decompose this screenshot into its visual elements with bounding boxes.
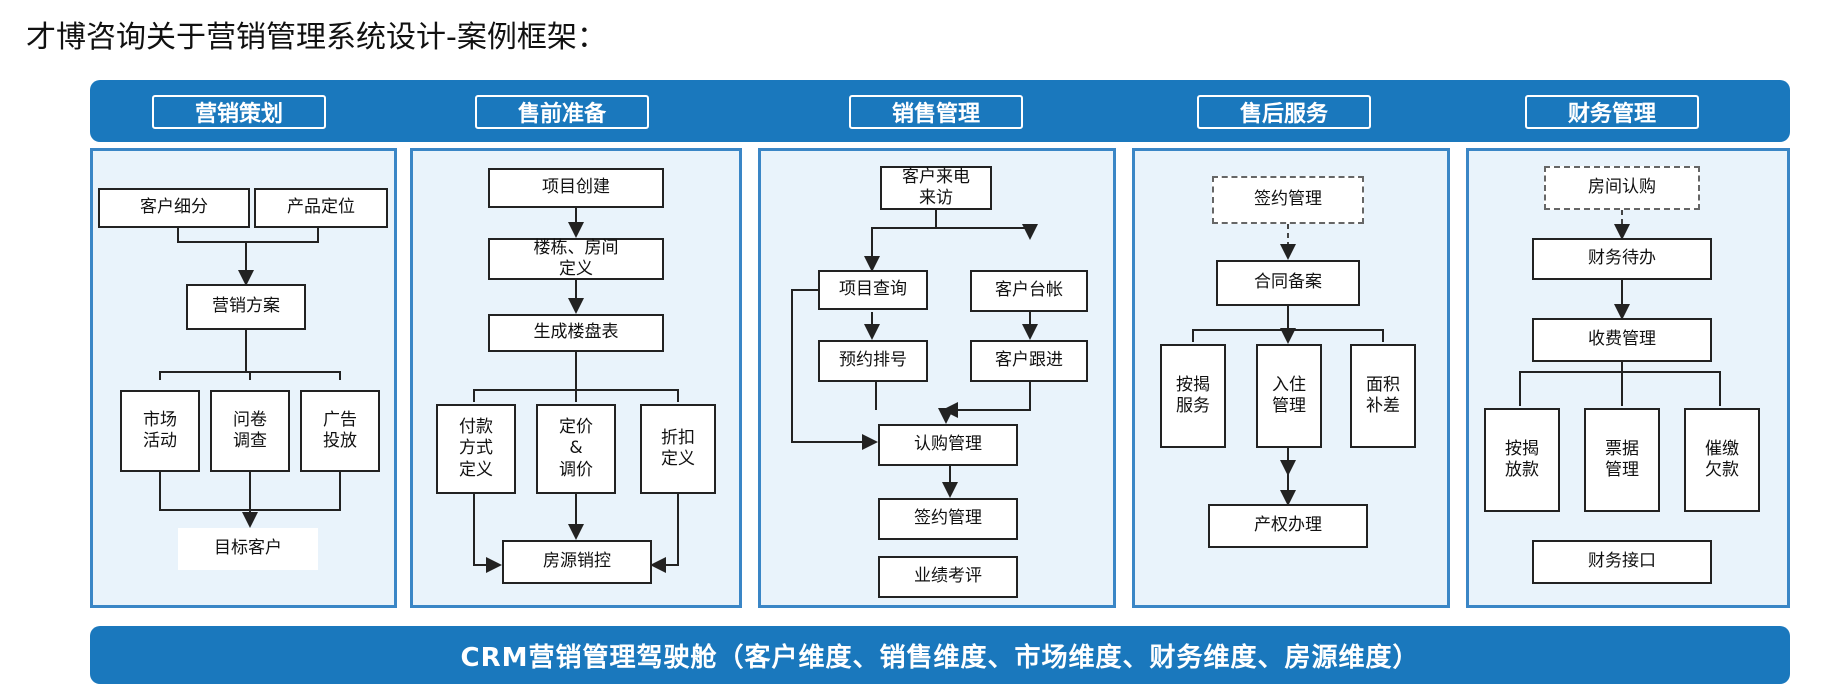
node-mortgage-loan: 按揭 放款 <box>1484 408 1560 512</box>
node-signing-management: 签约管理 <box>878 498 1018 540</box>
node-customer-visit: 客户来电 来访 <box>880 166 992 210</box>
node-invoice-management: 票据 管理 <box>1584 408 1660 512</box>
section-label-finance: 财务管理 <box>1525 95 1699 129</box>
node-customer-ledger: 客户台帐 <box>970 270 1088 312</box>
node-room-subscription: 房间认购 <box>1544 166 1700 210</box>
section-label-presale: 售前准备 <box>475 95 649 129</box>
node-building-room-definition: 楼栋、房间 定义 <box>488 238 664 280</box>
node-move-in-management: 入住 管理 <box>1256 344 1322 448</box>
section-label-aftersale: 售后服务 <box>1197 95 1371 129</box>
node-area-compensation: 面积 补差 <box>1350 344 1416 448</box>
node-finance-todo: 财务待办 <box>1532 238 1712 280</box>
crm-cockpit-text: CRM营销管理驾驶舱（客户维度、销售维度、市场维度、财务维度、房源维度） <box>460 642 1420 673</box>
node-discount-definition: 折扣 定义 <box>640 404 716 494</box>
section-header-banner <box>90 80 1790 142</box>
node-aftersale-signing-management: 签约管理 <box>1212 176 1364 224</box>
node-market-activity: 市场 活动 <box>120 390 200 472</box>
node-product-positioning: 产品定位 <box>254 188 388 228</box>
crm-cockpit-banner: CRM营销管理驾驶舱（客户维度、销售维度、市场维度、财务维度、房源维度） <box>90 626 1790 684</box>
node-mortgage-service: 按揭 服务 <box>1160 344 1226 448</box>
node-questionnaire: 问卷 调查 <box>210 390 290 472</box>
panel-presale <box>410 148 742 608</box>
node-property-rights: 产权办理 <box>1208 504 1368 548</box>
node-performance-evaluation: 业绩考评 <box>878 556 1018 598</box>
node-advertising: 广告 投放 <box>300 390 380 472</box>
node-reservation-number: 预约排号 <box>818 340 928 382</box>
section-label-marketing-planning: 营销策划 <box>152 95 326 129</box>
node-housing-control: 房源销控 <box>502 540 652 584</box>
node-target-customer: 目标客户 <box>178 528 318 570</box>
node-project-query: 项目查询 <box>818 270 928 310</box>
node-payment-method-definition: 付款 方式 定义 <box>436 404 516 494</box>
node-arrears-collection: 催缴 欠款 <box>1684 408 1760 512</box>
node-customer-segmentation: 客户细分 <box>98 188 250 228</box>
node-subscription-management: 认购管理 <box>878 424 1018 466</box>
section-label-sales: 销售管理 <box>849 95 1023 129</box>
node-pricing-adjustment: 定价 & 调价 <box>536 404 616 494</box>
node-marketing-plan: 营销方案 <box>186 284 306 330</box>
node-finance-interface: 财务接口 <box>1532 540 1712 584</box>
panel-finance <box>1466 148 1790 608</box>
node-fee-management: 收费管理 <box>1532 318 1712 362</box>
node-generate-sales-table: 生成楼盘表 <box>488 314 664 352</box>
node-customer-followup: 客户跟进 <box>970 340 1088 382</box>
node-project-creation: 项目创建 <box>488 168 664 208</box>
page-title: 才博咨询关于营销管理系统设计-案例框架： <box>26 20 607 55</box>
node-contract-filing: 合同备案 <box>1216 260 1360 306</box>
